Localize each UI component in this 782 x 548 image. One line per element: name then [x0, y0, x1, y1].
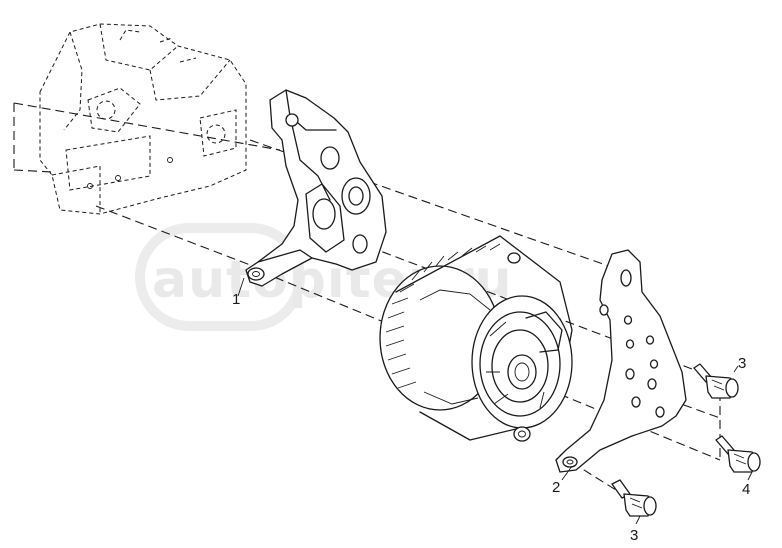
bolt-upper-right	[693, 363, 739, 399]
callout-3-lower: 3	[630, 527, 638, 544]
support-plate	[555, 249, 687, 473]
bolt-bottom	[611, 479, 657, 517]
callout-3-upper: 3	[738, 355, 746, 372]
mounting-bracket	[245, 89, 387, 287]
bolt-lower-right	[715, 435, 761, 473]
alternator	[379, 235, 573, 442]
leader-lines	[237, 277, 753, 525]
callout-4: 4	[742, 481, 750, 498]
engine-block	[39, 23, 247, 215]
callout-2: 2	[552, 479, 560, 496]
alternator-cooling-fins	[385, 243, 501, 405]
callout-1: 1	[232, 291, 240, 308]
